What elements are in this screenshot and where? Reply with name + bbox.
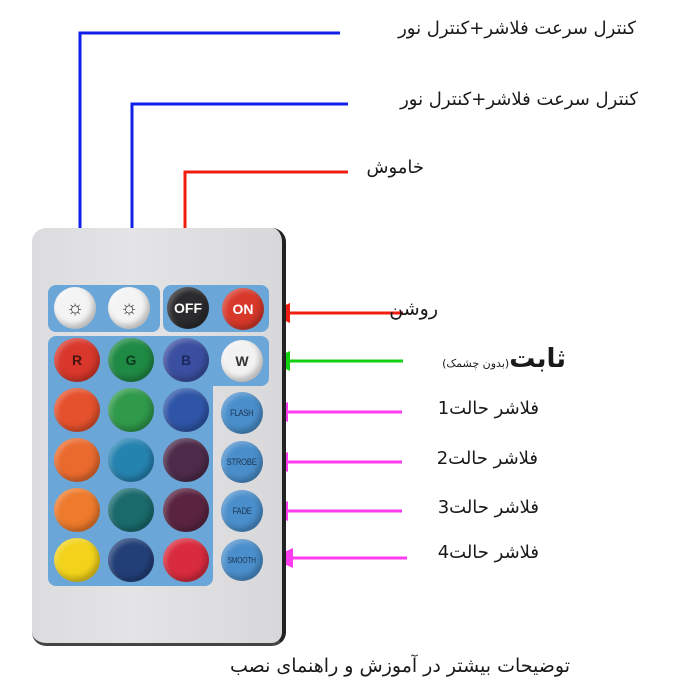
label-speed-brightness-2: کنترل سرعت فلاشر+کنترل نور (400, 89, 638, 110)
label-flash-mode-2: فلاشر حالت2 (436, 448, 538, 469)
label-steady: ثابت(بدون چشمک) (442, 344, 566, 374)
color-button[interactable] (108, 438, 154, 482)
brightness-up-button[interactable]: ☼ (54, 287, 96, 329)
blue-arrow-2 (130, 102, 348, 266)
label-steady-main: ثابت (509, 344, 566, 374)
color-button[interactable] (54, 538, 100, 582)
flash-button[interactable]: FLASH (221, 392, 263, 434)
color-button[interactable] (108, 538, 154, 582)
white-button[interactable]: W (221, 340, 263, 382)
label-speed-brightness-1: کنترل سرعت فلاشر+کنترل نور (398, 18, 636, 39)
footer-note: توضیحات بیشتر در آموزش و راهنمای نصب (229, 655, 570, 677)
green-button[interactable]: G (108, 338, 154, 382)
color-button[interactable] (54, 438, 100, 482)
blue-button[interactable]: B (163, 338, 209, 382)
color-button[interactable] (163, 488, 209, 532)
color-button[interactable] (54, 388, 100, 432)
label-flash-mode-1: فلاشر حالت1 (437, 398, 539, 419)
color-button[interactable] (108, 488, 154, 532)
strobe-button[interactable]: STROBE (221, 441, 263, 483)
smooth-button[interactable]: SMOOTH (221, 539, 263, 581)
label-steady-sub: (بدون چشمک) (442, 357, 510, 370)
blue-arrow-1 (78, 31, 340, 266)
label-off: خاموش (366, 157, 424, 178)
fade-button[interactable]: FADE (221, 490, 263, 532)
brightness-down-button[interactable]: ☼ (108, 287, 150, 329)
on-button[interactable]: ON (222, 288, 264, 330)
sun-up-icon: ☼ (65, 296, 85, 319)
label-on: روشن (389, 298, 438, 320)
label-flash-mode-4: فلاشر حالت4 (437, 542, 539, 563)
red-button[interactable]: R (54, 338, 100, 382)
color-button[interactable] (163, 538, 209, 582)
off-button[interactable]: OFF (167, 287, 209, 329)
color-button[interactable] (54, 488, 100, 532)
label-flash-mode-3: فلاشر حالت3 (437, 497, 539, 518)
remote-control: ☼ ☼ OFF ON R G B W FLASH STROBE FADE SMO… (32, 228, 286, 646)
sun-down-icon: ☼ (119, 296, 139, 319)
color-button[interactable] (163, 388, 209, 432)
color-button[interactable] (108, 388, 154, 432)
color-button[interactable] (163, 438, 209, 482)
